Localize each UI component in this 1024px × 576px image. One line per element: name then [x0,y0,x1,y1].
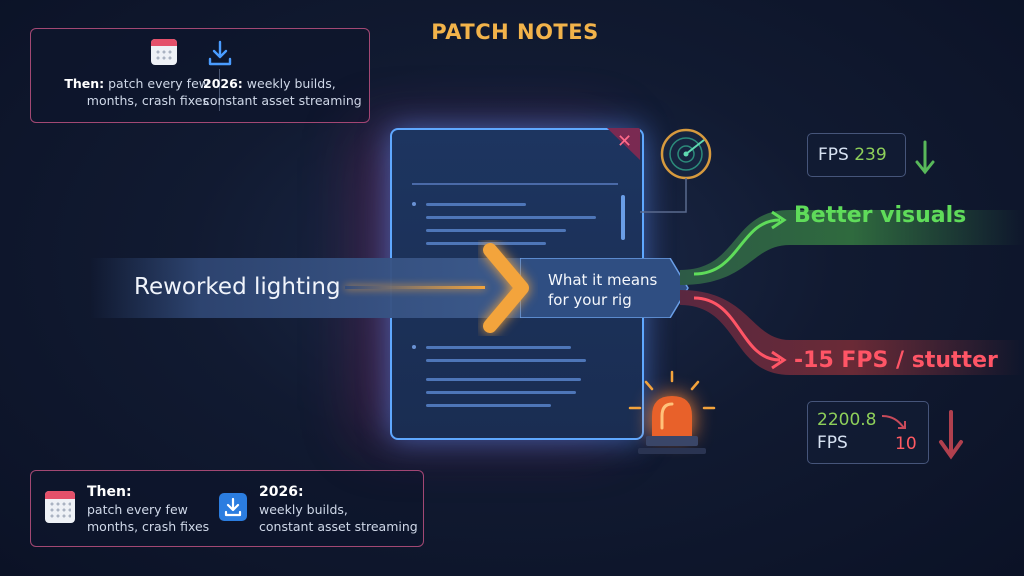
fps-top-value: 239 [854,145,887,165]
fps-bottom-value: 10 [895,434,917,454]
input-arrow-line [345,286,485,289]
then-column: Then: patch every few months, crash fixe… [45,75,209,109]
close-tab [607,128,640,160]
divider [219,69,220,111]
download-icon [208,40,232,66]
trend-arrow-icon [881,415,906,429]
bullet [412,202,416,206]
radar-icon [660,128,712,180]
text-line [426,391,576,394]
info-box-top: Then: patch every few months, crash fixe… [30,28,370,123]
panel-title-rule [412,183,618,185]
panel-title: PATCH NOTES [431,20,599,44]
text-line [426,359,586,362]
text-line [426,229,566,232]
fps-box-bottom [807,401,929,464]
alarm-light-icon [622,368,722,460]
now-column: 2026: weekly builds, constant asset stre… [259,483,418,535]
bullet [412,345,416,349]
now-text-line2: constant asset streaming [203,93,362,108]
fps-top-readout: FPS 239 [818,145,887,165]
now-text-line1: weekly builds, [259,502,348,517]
meaning-label: What it means for your rig [548,270,657,310]
text-line [426,378,581,381]
input-label: Reworked lighting [134,274,341,300]
chevron-right-icon [483,243,529,333]
arrow-down-icon [939,410,963,460]
info-box-bottom: Then: patch every few months, crash fixe… [30,470,424,547]
then-label: Then: [64,76,105,91]
calendar-icon [151,39,177,65]
text-line [426,216,596,219]
then-label: Then: [87,484,132,500]
then-text-line1: patch every few [87,502,188,517]
close-icon[interactable]: ✕ [617,131,633,152]
then-text-line2: months, crash fixes [87,519,210,534]
band-arrow-head [520,258,689,318]
then-column: Then: patch every few months, crash fixe… [87,483,209,535]
arrow-down-icon [915,140,935,175]
now-label: 2026: [203,76,243,91]
then-text-line2: months, crash fixes [86,93,209,108]
outcome-good-label: Better visuals [794,203,967,228]
text-line [426,346,571,349]
outcome-bad-label: -15 FPS / stutter [794,348,998,373]
meaning-line1: What it means [548,271,658,289]
fps-top-label: FPS [818,145,849,165]
panel-scrollbar[interactable] [621,195,625,240]
fps-bottom-line1: 2200.8 [817,410,877,430]
download-icon [219,493,247,521]
radar-connector [640,178,687,213]
fps-box-top [807,133,906,177]
now-label: 2026: [259,484,304,500]
then-text-line1: patch every few [108,76,209,91]
fps-bottom-line2: FPS [817,433,848,453]
text-line [426,404,551,407]
text-line [426,242,546,245]
now-text-line1: weekly builds, [246,76,336,91]
text-line [426,203,526,206]
meaning-line2: for your rig [548,291,632,309]
outcome-branches [680,210,1024,375]
calendar-icon [45,491,75,523]
now-column: 2026: weekly builds, constant asset stre… [203,75,362,109]
now-text-line2: constant asset streaming [259,519,418,534]
